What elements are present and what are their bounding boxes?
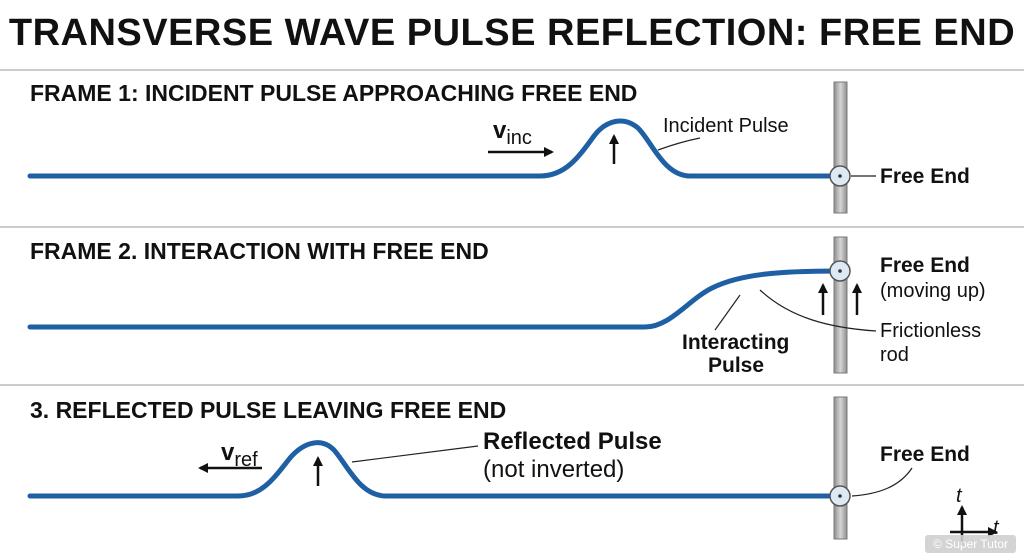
axes-icon-vertical-label: t bbox=[956, 485, 963, 507]
frame-1-heading: FRAME 1: INCIDENT PULSE APPROACHING FREE… bbox=[30, 80, 637, 106]
frame-1: FRAME 1: INCIDENT PULSE APPROACHING FREE… bbox=[27, 80, 970, 214]
free-end-label-3: Free End bbox=[880, 443, 970, 466]
watermark-badge: © Super Tutor bbox=[925, 535, 1016, 553]
page-title: TRANSVERSE WAVE PULSE REFLECTION: FREE E… bbox=[8, 12, 1016, 54]
axes-icon-horizontal-label: t bbox=[993, 517, 1000, 539]
reflected-pulse-label-line2: (not inverted) bbox=[483, 456, 624, 483]
frictionless-rod bbox=[833, 396, 848, 540]
free-end-ring-center bbox=[838, 494, 842, 498]
frame-2: FRAME 2. INTERACTION WITH FREE END Free … bbox=[27, 236, 986, 377]
reflected-pulse-leader bbox=[351, 445, 479, 463]
interacting-pulse-wave bbox=[27, 268, 841, 330]
rod-label-line2: rod bbox=[880, 344, 909, 366]
frictionless-rod bbox=[833, 81, 848, 214]
velocity-reflected-label: vref bbox=[221, 439, 258, 471]
frictionless-rod bbox=[833, 236, 848, 374]
free-end-sublabel: (moving up) bbox=[880, 280, 986, 302]
frame-3-heading: 3. REFLECTED PULSE LEAVING FREE END bbox=[30, 397, 506, 423]
interacting-pulse-leader bbox=[714, 294, 741, 331]
interacting-pulse-label-line1: Interacting bbox=[682, 331, 789, 354]
incident-pulse-leader bbox=[657, 137, 701, 151]
interacting-pulse-label-line2: Pulse bbox=[708, 354, 764, 377]
incident-pulse-wave bbox=[27, 118, 841, 179]
rod-label-line1: Frictionless bbox=[880, 320, 981, 342]
frame-3: 3. REFLECTED PULSE LEAVING FREE END vref… bbox=[27, 396, 970, 540]
velocity-incident-label: vinc bbox=[493, 117, 532, 149]
reflected-pulse-label-line1: Reflected Pulse bbox=[483, 428, 662, 455]
incident-pulse-label: Incident Pulse bbox=[663, 115, 789, 137]
free-end-label-2: Free End bbox=[880, 254, 970, 277]
rod-label-leader bbox=[759, 289, 877, 332]
free-end-label-1: Free End bbox=[880, 165, 970, 188]
frame-2-heading: FRAME 2. INTERACTION WITH FREE END bbox=[30, 238, 489, 264]
free-end-ring-center bbox=[838, 174, 842, 178]
reflected-pulse-wave bbox=[27, 440, 841, 499]
free-end-leader-3 bbox=[851, 467, 913, 497]
free-end-ring-center bbox=[838, 269, 842, 273]
